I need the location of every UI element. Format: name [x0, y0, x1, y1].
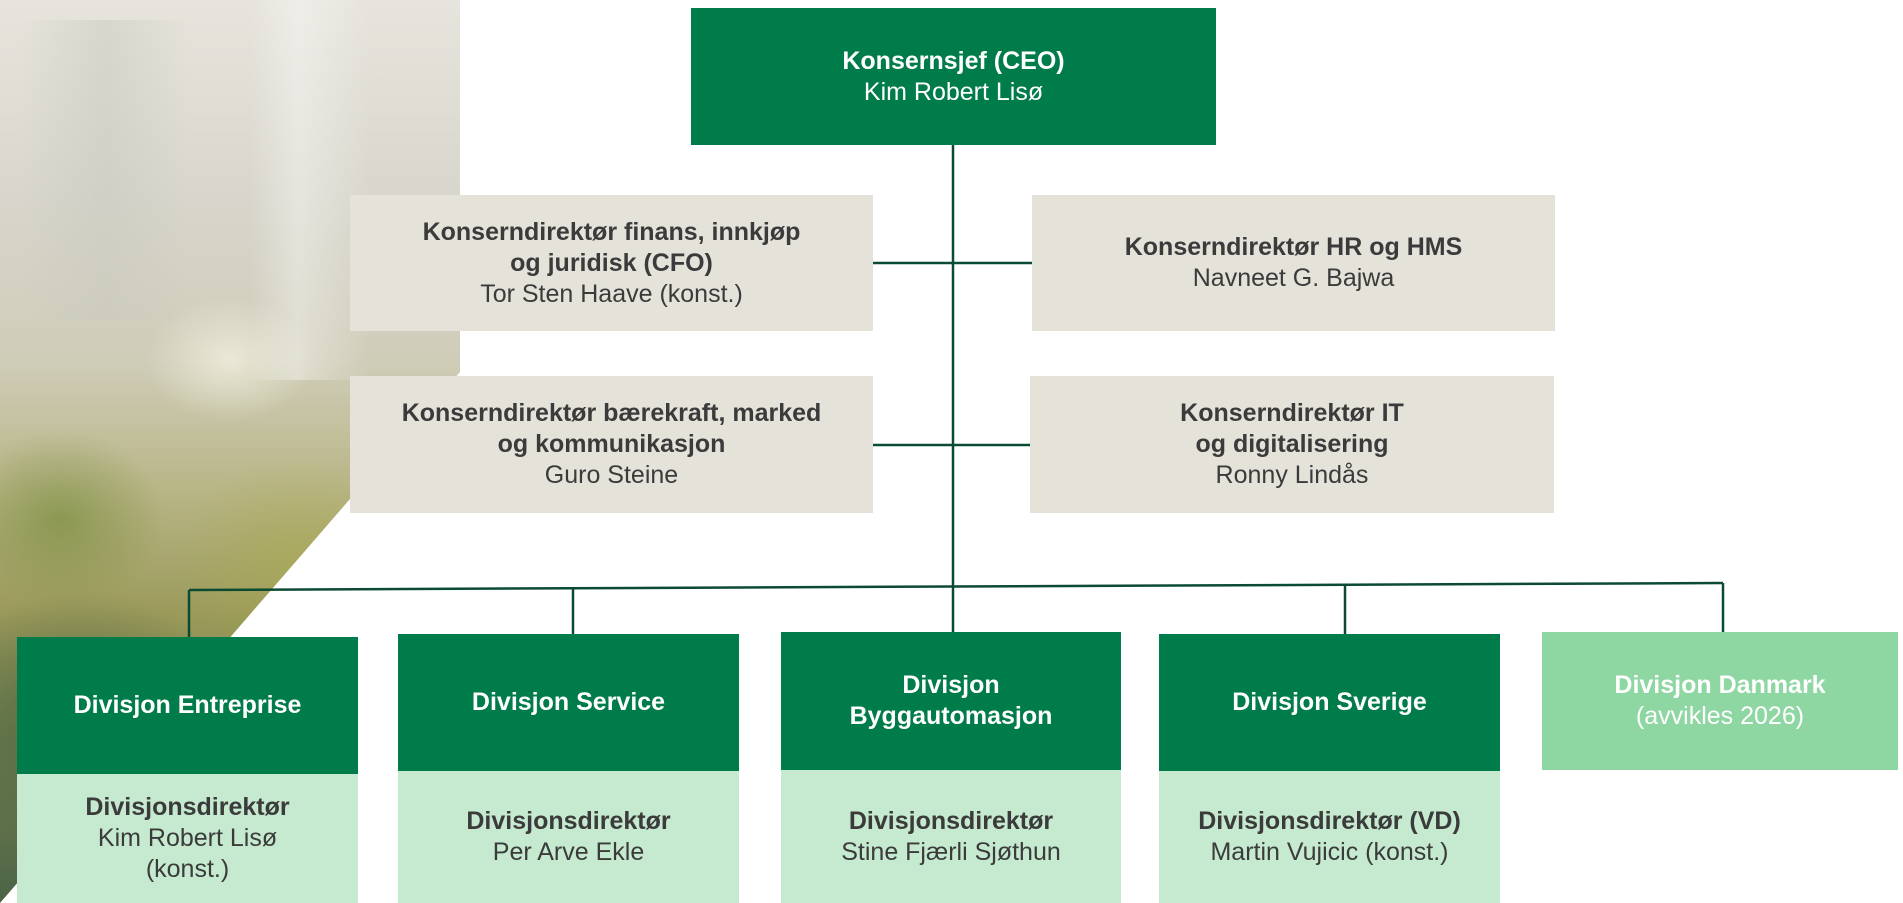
director-title: Divisjonsdirektør [848, 806, 1054, 835]
director-name: Martin Vujicic (konst.) [1210, 838, 1449, 866]
director-title: Divisjonsdirektør (VD) [1198, 807, 1461, 835]
ceo-box: Konsernsjef (CEO) Kim Robert Lisø [691, 8, 1216, 145]
director-name: Kim Robert Lisø [97, 824, 278, 852]
division-director-service: Divisjonsdirektør Per Arve Ekle [398, 771, 739, 903]
exec-title: og kommunikasjon [497, 430, 726, 458]
division-name: Divisjon Sverige [1232, 688, 1427, 716]
exec-name: Tor Sten Haave (konst.) [480, 279, 743, 308]
exec-box-sustainability: Konserndirektør bærekraft, marked og kom… [350, 376, 873, 513]
division-head-service: Divisjon Service [398, 634, 739, 771]
exec-name: Ronny Lindås [1215, 461, 1369, 489]
exec-title: og juridisk (CFO) [510, 248, 713, 277]
connector-divisions-bar [188, 581, 1724, 592]
exec-name: Navneet G. Bajwa [1192, 264, 1395, 292]
exec-title: Konserndirektør HR og HMS [1124, 233, 1463, 261]
exec-name: Guro Steine [544, 461, 679, 489]
division-head-entreprise: Divisjon Entreprise [17, 637, 358, 774]
exec-box-it: Konserndirektør IT og digitalisering Ron… [1030, 376, 1554, 513]
exec-title: Konserndirektør finans, innkjøp [422, 217, 801, 246]
ceo-title: Konsernsjef (CEO) [842, 46, 1065, 75]
background-building [20, 20, 190, 320]
division-name: Divisjon Service [471, 688, 666, 716]
division-name: Divisjon [902, 671, 1000, 699]
exec-title: Konserndirektør IT [1180, 399, 1404, 427]
exec-box-hr: Konserndirektør HR og HMS Navneet G. Baj… [1032, 195, 1555, 331]
division-director-sverige: Divisjonsdirektør (VD) Martin Vujicic (k… [1159, 771, 1500, 903]
director-name: (konst.) [145, 855, 230, 883]
division-head-byggautomasjon: Divisjon Byggautomasjon [781, 632, 1121, 770]
division-name: Byggautomasjon [849, 702, 1053, 730]
exec-title: Konserndirektør bærekraft, marked [401, 399, 822, 427]
division-head-sverige: Divisjon Sverige [1159, 634, 1500, 771]
division-director-byggautomasjon: Divisjonsdirektør Stine Fjærli Sjøthun [781, 770, 1121, 903]
director-name: Stine Fjærli Sjøthun [841, 837, 1061, 866]
division-head-danmark: Divisjon Danmark (avvikles 2026) [1542, 632, 1898, 770]
division-name: Divisjon Danmark [1614, 671, 1826, 699]
division-name: Divisjon Entreprise [73, 691, 302, 719]
ceo-name: Kim Robert Lisø [863, 77, 1044, 106]
exec-title: og digitalisering [1195, 430, 1389, 458]
exec-box-cfo: Konserndirektør finans, innkjøp og jurid… [350, 195, 873, 331]
division-director-entreprise: Divisjonsdirektør Kim Robert Lisø (konst… [17, 774, 358, 903]
director-name: Per Arve Ekle [492, 838, 645, 866]
director-title: Divisjonsdirektør [85, 793, 290, 821]
division-note: (avvikles 2026) [1635, 702, 1805, 730]
director-title: Divisjonsdirektør [466, 807, 671, 835]
